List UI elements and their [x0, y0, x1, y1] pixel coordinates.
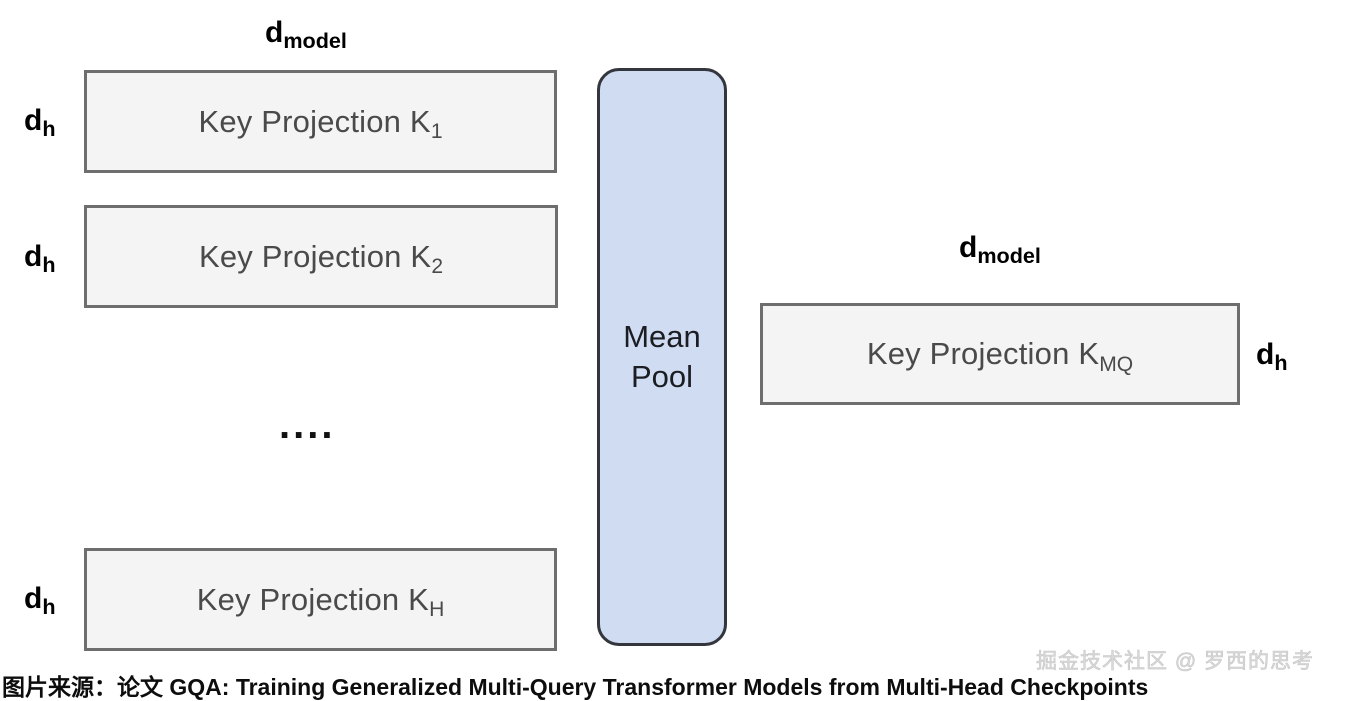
dh-1-sub: h	[42, 116, 56, 142]
dh-2-sub: h	[42, 252, 56, 278]
dmodel-right-sub: model	[977, 243, 1041, 269]
key-projection-label-mq-sub: MQ	[1099, 352, 1134, 376]
dimension-label-dh-head-2: dh	[24, 240, 56, 276]
mean-pool-label: Mean Pool	[623, 317, 701, 396]
mean-pool-line-1: Mean	[623, 319, 701, 355]
key-projection-label-mq: Key Projection KMQ	[866, 336, 1133, 376]
dimension-label-dmodel-right: dmodel	[959, 231, 1041, 267]
dimension-label-dh-head-H: dh	[24, 582, 56, 618]
key-projection-label-H-sub: H	[429, 598, 445, 622]
dh-mq-sub: h	[1274, 350, 1288, 376]
dh-2-base: d	[24, 240, 43, 273]
key-projection-box-1[interactable]: Key Projection K1	[84, 70, 557, 173]
mean-pool-box[interactable]: Mean Pool	[597, 68, 727, 646]
dimension-label-dmodel-left: dmodel	[265, 16, 347, 52]
key-projection-label-mq-text: Key Projection K	[866, 336, 1100, 371]
key-projection-label-2-sub: 2	[431, 255, 444, 279]
dh-1-base: d	[24, 104, 43, 137]
ellipsis-dots: ....	[279, 403, 336, 447]
key-projection-label-1: Key Projection K1	[198, 103, 443, 144]
key-projection-label-H-text: Key Projection K	[196, 581, 430, 617]
dimension-label-dh-output: dh	[1256, 338, 1288, 374]
dh-mq-base: d	[1256, 338, 1275, 371]
key-projection-box-2[interactable]: Key Projection K2	[84, 205, 558, 308]
dimension-label-dh-head-1: dh	[24, 104, 56, 140]
key-projection-label-1-sub: 1	[430, 120, 443, 144]
mean-pool-line-2: Pool	[630, 359, 694, 394]
key-projection-box-H[interactable]: Key Projection KH	[84, 548, 557, 651]
dmodel-right-base: d	[959, 231, 978, 264]
dmodel-left-sub: model	[283, 28, 347, 54]
key-projection-label-1-text: Key Projection K	[198, 103, 431, 139]
dmodel-left-base: d	[265, 16, 284, 49]
source-caption: 图片来源：论文 GQA: Training Generalized Multi-…	[2, 674, 1149, 700]
dh-H-base: d	[24, 582, 43, 615]
key-projection-label-2-text: Key Projection K	[198, 238, 432, 274]
key-projection-box-mq[interactable]: Key Projection KMQ	[760, 303, 1240, 405]
key-projection-label-2: Key Projection K2	[198, 238, 444, 279]
watermark-text: 掘金技术社区 @ 罗西的思考	[1036, 650, 1314, 674]
key-projection-label-H: Key Projection KH	[196, 581, 445, 622]
dh-H-sub: h	[42, 594, 56, 620]
